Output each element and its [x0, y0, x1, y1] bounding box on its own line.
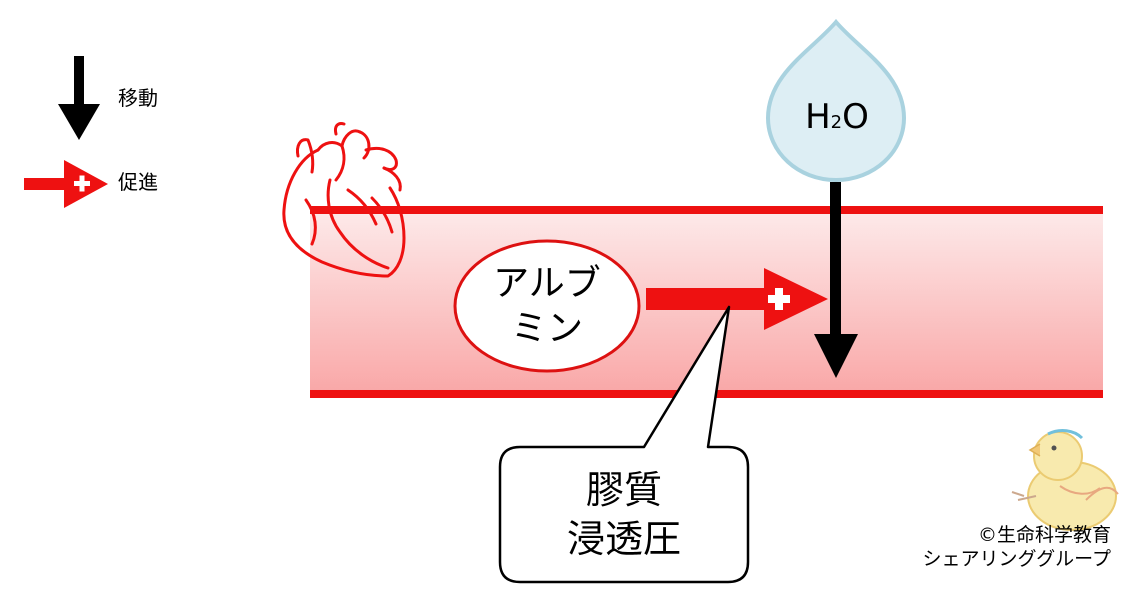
albumin-oval [453, 239, 641, 373]
water-label: H2O [782, 95, 892, 139]
water-label-sub: 2 [830, 112, 843, 133]
plus-icon [74, 175, 90, 192]
callout-label: 膠質 浸透圧 [500, 448, 748, 582]
albumin-label: アルブ ミン [454, 240, 640, 372]
credit-line2: シェアリンググループ [922, 547, 1111, 570]
heart-icon [282, 122, 406, 278]
water-label-tail: O [842, 97, 869, 137]
chick-icon [1011, 429, 1119, 531]
water-drop-icon [765, 18, 907, 183]
legend-move-arrow [58, 56, 100, 140]
callout-bubble [498, 305, 750, 584]
promote-arrow-main [646, 268, 828, 330]
albumin-label-line2: ミン [510, 308, 583, 349]
plus-icon [768, 288, 790, 310]
vessel-wall-top [310, 206, 1103, 214]
legend-move-label: 移動 [118, 86, 158, 110]
credit-line1: ©生命科学教育 [977, 524, 1111, 546]
legend-promote-arrow [24, 160, 108, 208]
water-label-main: H [805, 97, 831, 137]
callout-label-line2: 浸透圧 [566, 517, 681, 561]
callout-label-line1: 膠質 [585, 467, 662, 512]
legend-promote-label: 促進 [118, 170, 158, 194]
water-move-arrow [814, 182, 858, 378]
albumin-label-line1: アルブ [493, 263, 601, 304]
credit-text: ©生命科学教育 シェアリンググループ [851, 524, 1111, 572]
